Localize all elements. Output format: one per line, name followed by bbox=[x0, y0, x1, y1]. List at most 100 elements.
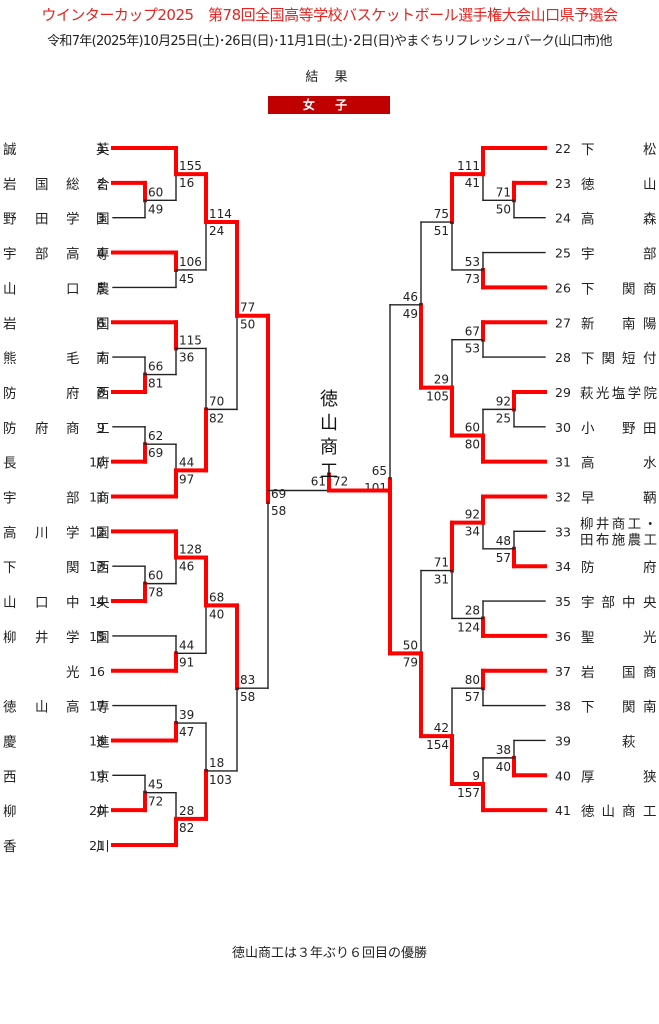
score-top: 9 bbox=[472, 769, 480, 783]
team-name-char: 森 bbox=[643, 212, 657, 228]
team-name-char: 岩 bbox=[3, 177, 17, 193]
team-name-char: 宇 bbox=[3, 247, 17, 263]
seed-number: 22 bbox=[555, 141, 571, 156]
team-name-char: 商 bbox=[66, 421, 80, 437]
seed-number: 11 bbox=[89, 490, 105, 505]
score-bottom: 36 bbox=[179, 350, 194, 364]
champion-name-char: 商 bbox=[320, 437, 338, 458]
score-bottom: 24 bbox=[209, 224, 224, 238]
team-name: 田布施農工 bbox=[580, 532, 657, 548]
team-name-char: 関 bbox=[622, 700, 636, 716]
team-name-char: 下 bbox=[581, 700, 595, 716]
team-name-char: 園 bbox=[96, 525, 110, 541]
seed-number: 30 bbox=[555, 420, 571, 435]
seed-number: 37 bbox=[555, 664, 571, 679]
team-name-char: 聖 bbox=[581, 630, 595, 646]
score-top: 69 bbox=[271, 487, 286, 501]
seed-number: 4 bbox=[97, 246, 105, 261]
score-top: 60 bbox=[148, 185, 163, 199]
team-name-char: 田 bbox=[643, 421, 657, 437]
team-name-char: 岩 bbox=[581, 665, 595, 681]
score-bottom: 154 bbox=[426, 738, 449, 752]
score-bottom: 79 bbox=[403, 655, 418, 669]
score-top: 53 bbox=[465, 255, 480, 269]
team-name-char: 部 bbox=[643, 247, 657, 263]
seed-number: 7 bbox=[97, 350, 105, 365]
seed-number: 2 bbox=[97, 176, 105, 191]
team-name-char: 国 bbox=[35, 177, 49, 193]
team-name-char: 熊 bbox=[3, 351, 17, 367]
team-name-char: 光 bbox=[643, 630, 657, 646]
team-name-char: 徳 bbox=[581, 177, 595, 193]
score-top: 65 bbox=[372, 464, 387, 478]
score-top: 106 bbox=[179, 255, 202, 269]
team-name-char: 下 bbox=[3, 560, 17, 576]
seed-number: 18 bbox=[89, 733, 105, 748]
team-name-char: 松 bbox=[643, 142, 657, 158]
score-bottom: 46 bbox=[179, 559, 194, 573]
team-name-char: 山 bbox=[3, 595, 17, 611]
score-bottom: 81 bbox=[148, 377, 163, 391]
seed-number: 5 bbox=[97, 280, 105, 295]
result-heading: 結 果 bbox=[305, 70, 354, 85]
score-top: 39 bbox=[179, 708, 194, 722]
team-name-char: 学 bbox=[66, 630, 80, 646]
team-name-char: 府 bbox=[96, 456, 110, 472]
score-bottom: 101 bbox=[364, 481, 387, 495]
team-name-char: 工 bbox=[96, 421, 110, 437]
seed-number: 16 bbox=[89, 664, 105, 679]
seed-number: 27 bbox=[555, 315, 571, 330]
score-top: 28 bbox=[179, 804, 194, 818]
score-top: 80 bbox=[465, 673, 480, 687]
team-name-char: 高 bbox=[3, 524, 17, 541]
team-name-char: 野 bbox=[3, 212, 17, 228]
team-name-char: 毛 bbox=[66, 351, 80, 367]
score-bottom: 82 bbox=[179, 821, 194, 835]
score-top: 29 bbox=[434, 373, 449, 387]
score-bottom: 45 bbox=[179, 272, 194, 286]
team-name-char: 西 bbox=[96, 386, 110, 402]
team-name-char: 川 bbox=[96, 839, 110, 855]
score-top: 115 bbox=[179, 333, 202, 347]
team-name-char: 香 bbox=[3, 839, 17, 855]
score-bottom: 80 bbox=[465, 438, 480, 452]
category-badge-girls: 女 子 bbox=[268, 96, 390, 114]
team-name-char: 南 bbox=[622, 316, 636, 332]
team-name-char: 央 bbox=[643, 595, 657, 611]
team-name-char: 陽 bbox=[643, 316, 657, 332]
team-name-char: 宇 bbox=[3, 491, 17, 507]
score-top: 71 bbox=[496, 185, 511, 199]
team-name-char: 部 bbox=[35, 247, 49, 263]
team-name: 萩光塩学院 bbox=[580, 386, 658, 402]
score-top: 67 bbox=[465, 325, 480, 339]
team-name-char: 合 bbox=[96, 177, 110, 193]
score-top: 18 bbox=[209, 756, 224, 770]
score-top: 66 bbox=[148, 360, 163, 374]
team-name-char: 宇 bbox=[581, 247, 595, 263]
score-bottom: 69 bbox=[148, 446, 163, 460]
team-name-char: 商 bbox=[622, 804, 636, 820]
seed-number: 17 bbox=[89, 699, 105, 714]
seed-number: 9 bbox=[97, 420, 105, 435]
seed-number: 10 bbox=[89, 455, 105, 470]
score-top: 28 bbox=[465, 603, 480, 617]
team-name-char: 府 bbox=[643, 560, 657, 576]
team-name-char: 国 bbox=[622, 665, 636, 681]
team-name-char: 高 bbox=[66, 246, 80, 263]
team-name-char: 府 bbox=[35, 421, 49, 437]
team-name-char: 山 bbox=[35, 700, 49, 716]
team-name-char: 厚 bbox=[581, 769, 595, 785]
team-name-char: 西 bbox=[3, 769, 17, 785]
score-bottom: 53 bbox=[465, 342, 480, 356]
seed-number: 26 bbox=[555, 280, 571, 295]
score-top: 92 bbox=[465, 508, 480, 522]
score-top: 44 bbox=[179, 455, 194, 469]
score-bottom: 72 bbox=[148, 795, 163, 809]
seed-number: 36 bbox=[555, 629, 571, 644]
team-name-char: 田 bbox=[35, 212, 49, 228]
seed-number: 1 bbox=[97, 141, 105, 156]
team-name-char: 宇 bbox=[581, 595, 595, 611]
team-name-char: 野 bbox=[622, 421, 636, 437]
final-score-right: 72 bbox=[333, 475, 348, 489]
